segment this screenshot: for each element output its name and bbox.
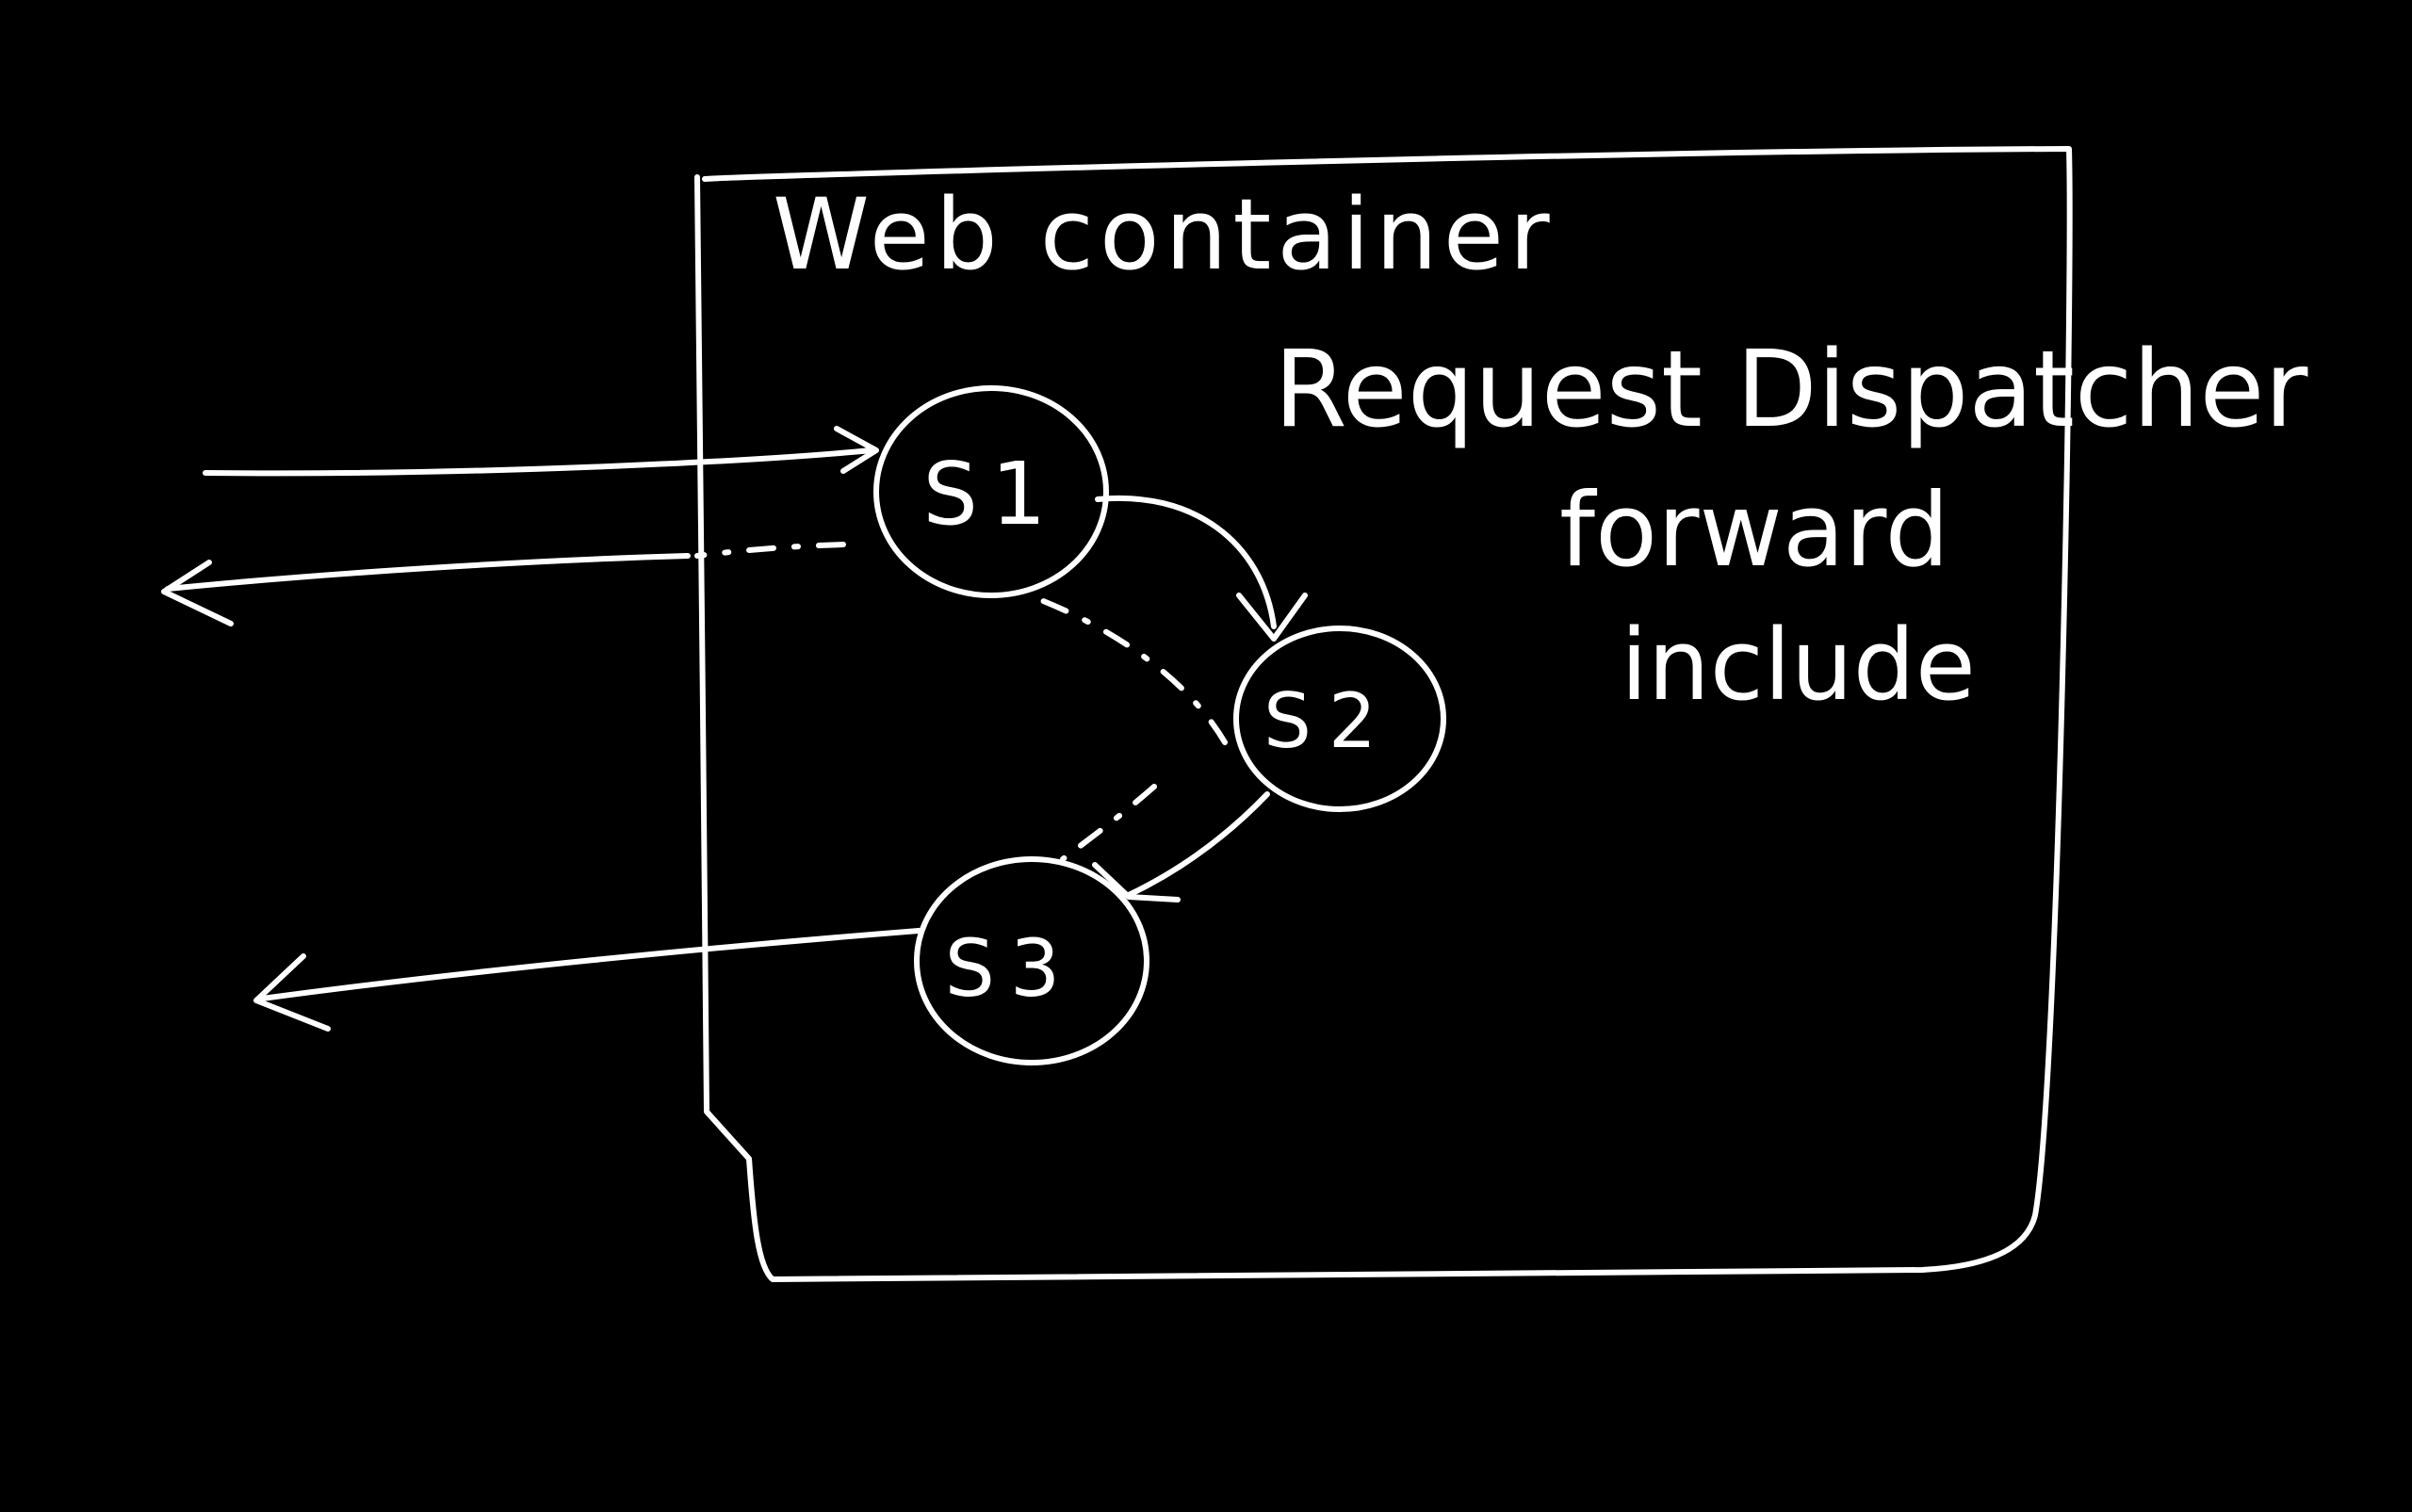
s2-to-s3-arrow: [1126, 791, 1270, 898]
s1-response-dashed: [694, 542, 846, 559]
request-arrow-line: [203, 447, 874, 477]
method-forward: forward: [1559, 472, 1949, 590]
node-s2-circle: [1233, 626, 1446, 812]
node-s3-circle: [914, 856, 1149, 1065]
s1-to-s2-arrow: [1095, 495, 1277, 629]
node-s1-label: S1: [923, 444, 1060, 545]
request-arrowhead: [834, 426, 879, 474]
s3-response-line: [259, 928, 921, 1001]
node-s2-label: S2: [1263, 677, 1393, 765]
s3-response-arrowhead: [253, 953, 331, 1032]
web-container-box: [694, 146, 2073, 1282]
s2-to-s1-dashed-return: [1026, 593, 1228, 745]
s2-to-s3-arrowhead: [1092, 862, 1181, 902]
request-dispatcher-title: Request Dispatcher: [1274, 329, 2308, 451]
web-container-label: Web container: [773, 177, 1556, 292]
s1-response-line: [165, 553, 691, 592]
method-include: include: [1621, 608, 1976, 723]
s1-response-arrowhead: [161, 560, 234, 626]
node-s1-circle: [873, 385, 1109, 598]
s3-to-s2-dashed: [1060, 784, 1157, 862]
node-s3-label: S3: [945, 922, 1076, 1015]
s1-to-s2-arrowhead: [1236, 593, 1308, 642]
